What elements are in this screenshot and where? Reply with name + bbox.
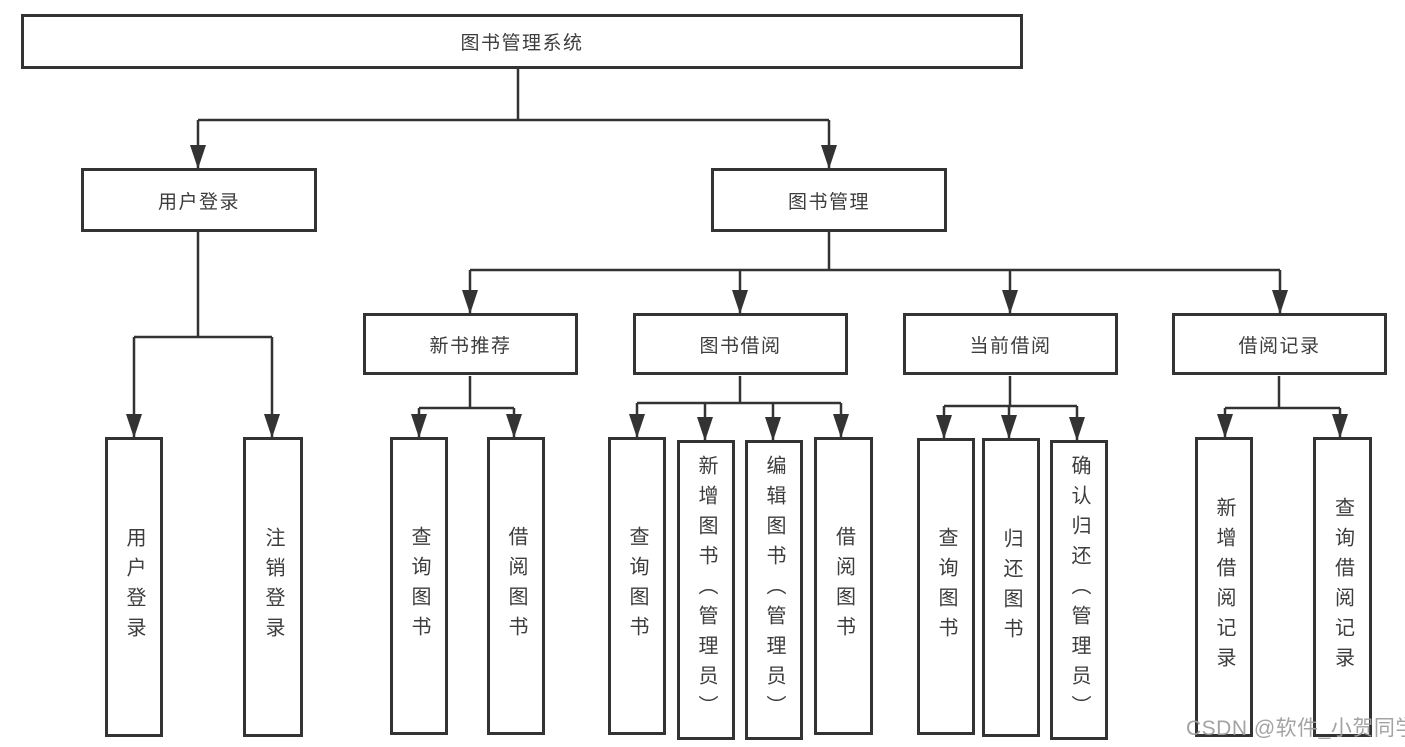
node-book-borrow: 图书借阅 — [633, 313, 848, 375]
node-book-management: 图书管理 — [711, 168, 947, 232]
node-borrow-records: 借阅记录 — [1172, 313, 1387, 375]
node-label: 新增借阅记录 — [1213, 497, 1235, 677]
node-leaf-logout: 注销登录 — [243, 437, 303, 737]
node-label: 图书管理 — [787, 191, 870, 213]
node-user-login: 用户登录 — [81, 168, 317, 232]
node-label: 当前借阅 — [969, 335, 1052, 357]
node-label: 借阅记录 — [1238, 335, 1321, 357]
node-leaf-query-books-1: 查询图书 — [390, 437, 448, 735]
node-leaf-login: 用户登录 — [105, 437, 163, 737]
node-label: 图书管理系统 — [460, 33, 584, 54]
node-current-borrow: 当前借阅 — [903, 313, 1118, 375]
node-leaf-query-books-3: 查询图书 — [917, 438, 975, 735]
node-leaf-confirm-return-admin: 确认归还（管理员） — [1050, 440, 1108, 740]
node-leaf-return-books: 归还图书 — [982, 438, 1040, 737]
node-label: 归还图书 — [1000, 527, 1022, 648]
node-leaf-query-borrow-record: 查询借阅记录 — [1313, 437, 1372, 737]
node-label: 查询图书 — [626, 526, 648, 646]
node-root: 图书管理系统 — [21, 14, 1023, 69]
node-new-book-recommend: 新书推荐 — [363, 313, 578, 375]
node-label: 图书借阅 — [699, 335, 782, 357]
node-label: 查询借阅记录 — [1331, 497, 1354, 677]
node-label: 查询图书 — [935, 526, 957, 647]
node-label: 借阅图书 — [832, 526, 855, 646]
node-leaf-query-books-2: 查询图书 — [608, 437, 666, 735]
node-label: 查询图书 — [408, 526, 430, 646]
node-label: 编辑图书（管理员） — [763, 455, 785, 725]
node-leaf-add-books-admin: 新增图书（管理员） — [677, 440, 735, 740]
node-label: 注销登录 — [262, 527, 284, 647]
node-leaf-add-borrow-record: 新增借阅记录 — [1195, 437, 1253, 737]
node-label: 新书推荐 — [429, 335, 512, 357]
node-leaf-borrow-books-2: 借阅图书 — [814, 437, 873, 735]
node-label: 借阅图书 — [505, 526, 527, 646]
node-label: 新增图书（管理员） — [695, 455, 717, 725]
node-label: 用户登录 — [123, 527, 145, 647]
node-leaf-edit-books-admin: 编辑图书（管理员） — [745, 440, 803, 740]
node-label: 确认归还（管理员） — [1068, 455, 1090, 725]
node-leaf-borrow-books-1: 借阅图书 — [487, 437, 545, 735]
node-label: 用户登录 — [157, 191, 240, 213]
